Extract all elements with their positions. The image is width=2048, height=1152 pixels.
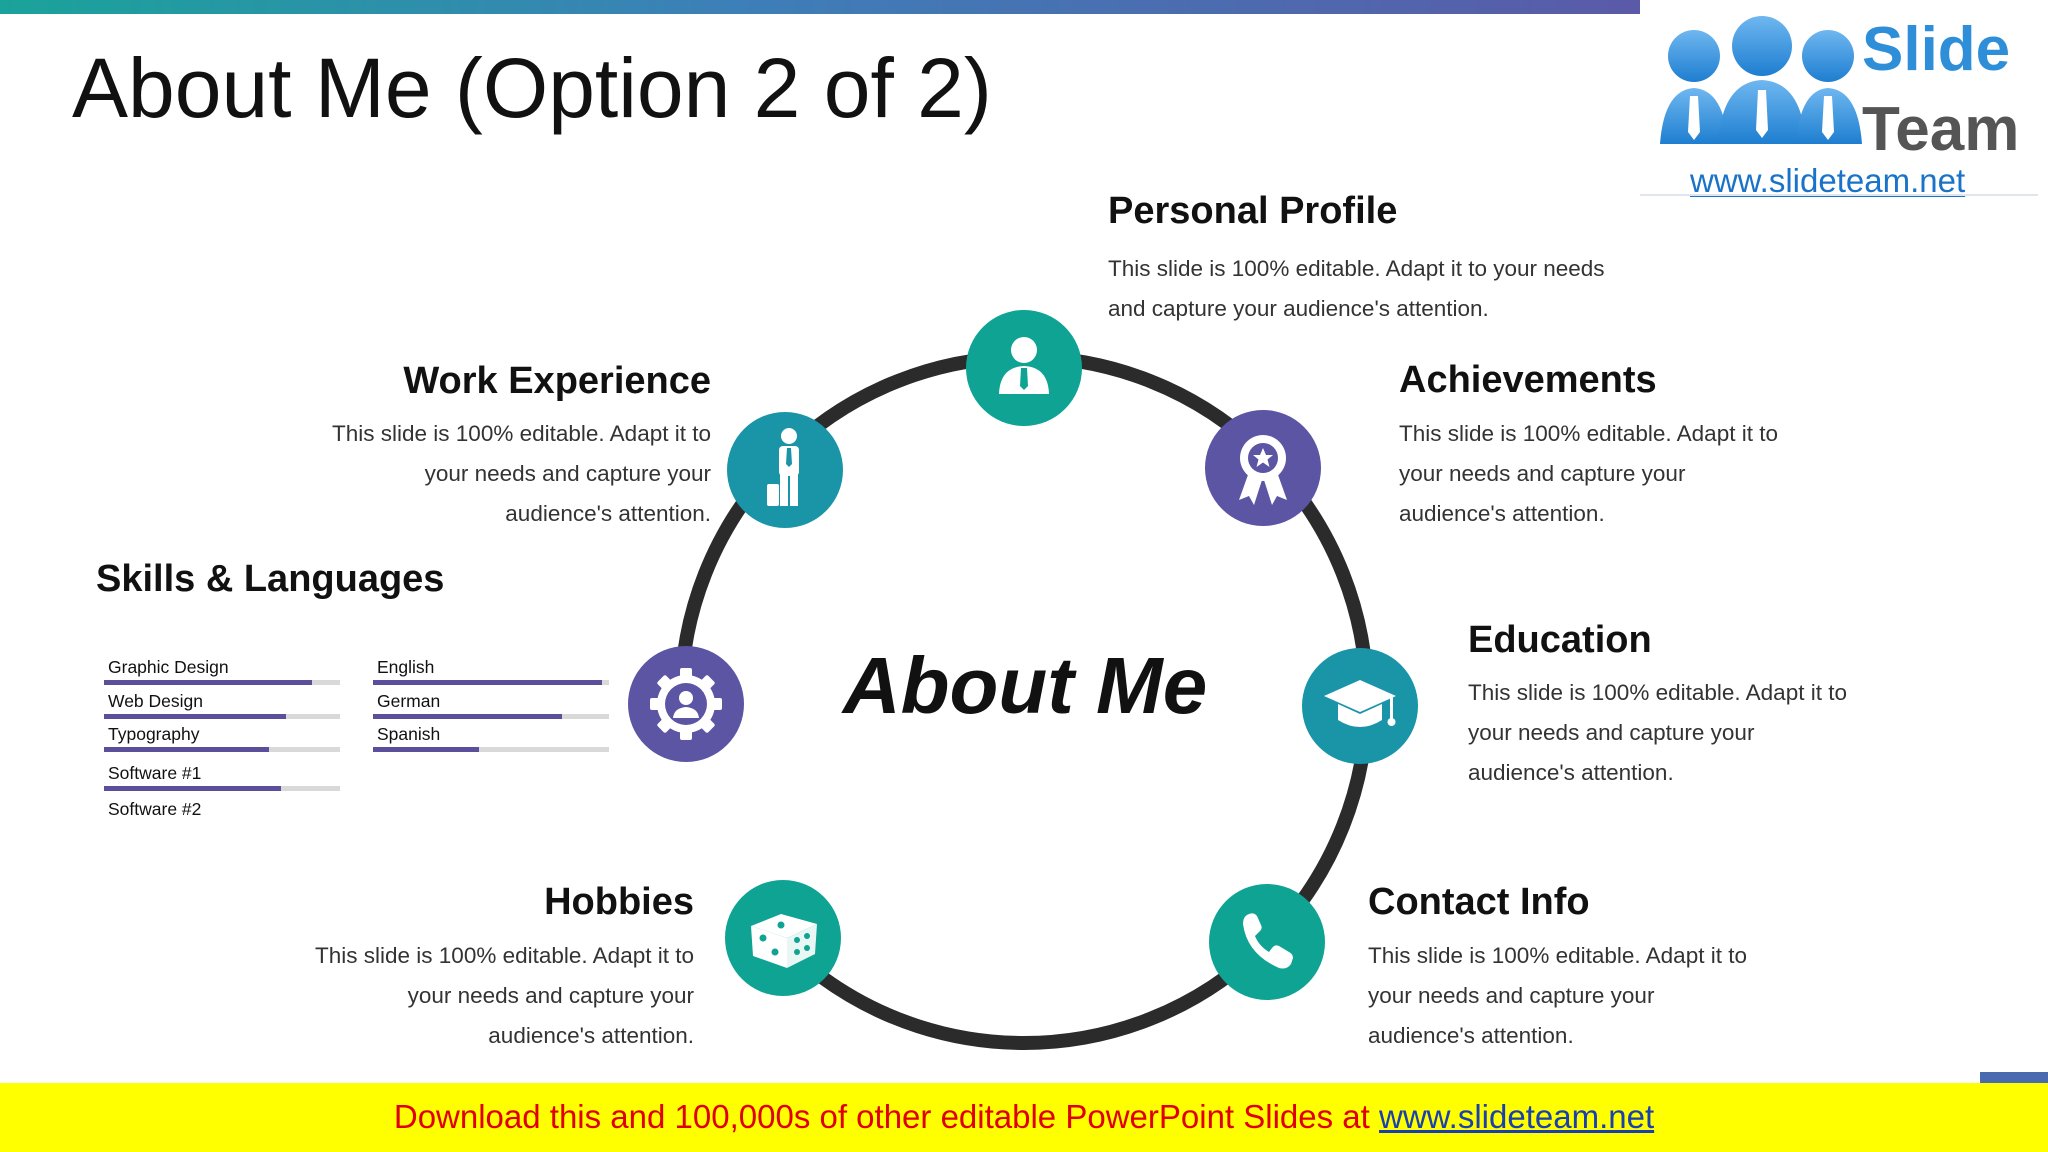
education-heading: Education: [1468, 619, 1652, 661]
language-track: [373, 747, 609, 752]
language-fill: [373, 747, 480, 752]
personal-profile-text-line: This slide is 100% editable. Adapt it to…: [1108, 256, 1605, 281]
corner-accent: [1980, 1072, 2048, 1083]
contact-info-heading: Contact Info: [1368, 881, 1590, 923]
personal-profile-text: This slide is 100% editable. Adapt it to…: [1108, 249, 1605, 329]
graduation-cap-icon: [1302, 648, 1418, 764]
work-experience-text-line: audience's attention.: [505, 501, 711, 526]
skills-node[interactable]: [628, 646, 744, 762]
personal-profile-text-line: and capture your audience's attention.: [1108, 296, 1489, 321]
achievements-heading: Achievements: [1399, 359, 1657, 401]
skills-heading: Skills & Languages: [96, 558, 445, 600]
skill-label: Software #2: [108, 799, 202, 819]
education-text: This slide is 100% editable. Adapt it to…: [1468, 673, 1847, 793]
hobbies-text-line: This slide is 100% editable. Adapt it to: [315, 943, 694, 968]
achievements-text-line: your needs and capture your: [1399, 461, 1686, 486]
work-experience-text-line: your needs and capture your: [424, 461, 711, 486]
language-bar: German: [373, 690, 609, 720]
skill-bar: Software #2: [104, 798, 340, 828]
work-experience-heading: Work Experience: [403, 360, 711, 402]
center-label: About Me: [842, 641, 1208, 730]
phone-icon: [1209, 884, 1325, 1000]
skill-fill: [104, 714, 286, 719]
achievements-text-line: audience's attention.: [1399, 501, 1605, 526]
language-fill: [373, 680, 602, 685]
banner-link[interactable]: www.slideteam.net: [1379, 1098, 1655, 1135]
download-banner: [0, 1083, 2048, 1152]
education-node[interactable]: [1302, 648, 1418, 764]
hobbies-node[interactable]: [725, 880, 841, 996]
hobbies-text: This slide is 100% editable. Adapt it to…: [280, 936, 694, 1056]
language-bar: English: [373, 656, 609, 686]
skill-track: [104, 747, 340, 752]
achievements-text: This slide is 100% editable. Adapt it to…: [1399, 414, 1778, 534]
education-text-line: audience's attention.: [1468, 760, 1674, 785]
logo-slide-text: Slide: [1862, 15, 2011, 84]
dice-icon: [725, 880, 841, 996]
person-icon: [966, 310, 1082, 426]
contact-info-node[interactable]: [1209, 884, 1325, 1000]
achievements-node[interactable]: [1205, 410, 1321, 526]
achievements-text-line: This slide is 100% editable. Adapt it to: [1399, 421, 1778, 446]
logo-team-text: Team: [1862, 95, 2020, 164]
slideteam-logo: Slide Team www.slideteam.net: [1640, 0, 2048, 199]
skill-label: Typography: [108, 724, 200, 744]
contact-info-text-line: your needs and capture your: [1368, 983, 1655, 1008]
businessman-icon: [727, 412, 843, 528]
slide-title: About Me (Option 2 of 2): [72, 41, 992, 135]
skill-fill: [104, 747, 270, 752]
skill-bar: Graphic Design: [104, 656, 340, 686]
skill-track: [104, 786, 340, 791]
top-accent-bar: [0, 0, 1640, 14]
logo-divider: [1640, 194, 2038, 196]
language-label: Spanish: [377, 724, 441, 744]
personal-profile-heading: Personal Profile: [1108, 190, 1398, 232]
language-fill: [373, 714, 562, 719]
skill-track: [104, 680, 340, 685]
language-bar: Spanish: [373, 723, 609, 753]
skill-track: [104, 714, 340, 719]
contact-info-text-line: audience's attention.: [1368, 1023, 1574, 1048]
contact-info-text-line: This slide is 100% editable. Adapt it to: [1368, 943, 1747, 968]
download-banner-text: Download this and 100,000s of other edit…: [0, 1098, 2048, 1136]
skill-fill: [104, 680, 312, 685]
education-text-line: This slide is 100% editable. Adapt it to: [1468, 680, 1847, 705]
hobbies-heading: Hobbies: [544, 881, 694, 923]
language-label: German: [377, 691, 441, 711]
work-experience-text-line: This slide is 100% editable. Adapt it to: [332, 421, 711, 446]
contact-info-text: This slide is 100% editable. Adapt it to…: [1368, 936, 1747, 1056]
skill-bar: Web Design: [104, 690, 340, 720]
language-track: [373, 680, 609, 685]
banner-message: Download this and 100,000s of other edit…: [393, 1098, 1379, 1135]
logo-url-link[interactable]: www.slideteam.net: [1690, 162, 1966, 199]
work-experience-node[interactable]: [727, 412, 843, 528]
personal-profile-node[interactable]: [966, 310, 1082, 426]
work-experience-text: This slide is 100% editable. Adapt it to…: [300, 414, 711, 534]
skill-bar: Software #1: [104, 762, 340, 792]
award-ribbon-icon: [1205, 410, 1321, 526]
skill-fill: [104, 786, 281, 791]
gear-person-icon: [628, 646, 744, 762]
skill-label: Software #1: [108, 763, 202, 783]
language-label: English: [377, 657, 435, 677]
team-people-icon: [1660, 16, 1862, 144]
language-track: [373, 714, 609, 719]
education-text-line: your needs and capture your: [1468, 720, 1755, 745]
skill-label: Graphic Design: [108, 657, 229, 677]
hobbies-text-line: audience's attention.: [488, 1023, 694, 1048]
skill-label: Web Design: [108, 691, 204, 711]
skill-bar: Typography: [104, 723, 340, 753]
hobbies-text-line: your needs and capture your: [407, 983, 694, 1008]
